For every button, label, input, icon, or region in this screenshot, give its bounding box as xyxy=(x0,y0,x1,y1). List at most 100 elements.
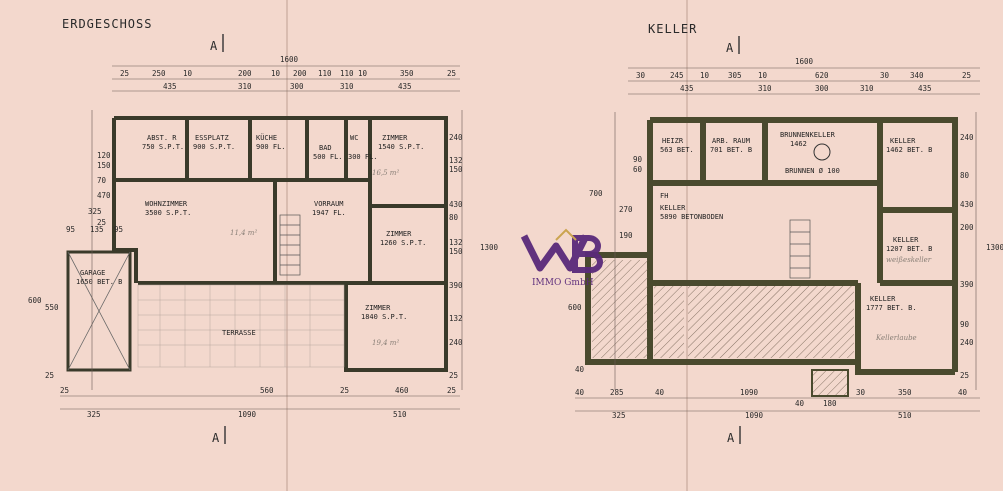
dim-label: 240 xyxy=(449,338,463,347)
room-area: 900 S.P.T. xyxy=(193,143,235,151)
dim-label: 132 xyxy=(449,156,463,165)
dim-label: 30 xyxy=(856,388,866,397)
dim-label: 30 xyxy=(636,71,646,80)
dim-label: 700 xyxy=(589,189,603,198)
dim-label: 80 xyxy=(960,171,970,180)
dim-label: 30 xyxy=(880,71,890,80)
room-name: HEIZR xyxy=(662,137,684,145)
terrace-grid xyxy=(137,284,345,368)
dim-label: 25 xyxy=(449,371,458,380)
dim-label: 190 xyxy=(619,231,633,240)
dim-label: 200 xyxy=(960,223,974,232)
plan-title-erdgeschoss: ERDGESCHOSS xyxy=(62,17,152,31)
room-area: 1840 S.P.T. xyxy=(361,313,407,321)
dim-label: 470 xyxy=(97,191,111,200)
keller-stairs xyxy=(789,219,811,279)
dim-label: 550 xyxy=(45,303,59,312)
dim-label: 1600 xyxy=(795,57,814,66)
dim-label: 350 xyxy=(898,388,912,397)
dim-label: 350 xyxy=(400,69,414,78)
room-name: ESSPLATZ xyxy=(195,134,229,142)
dim-label: 150 xyxy=(449,165,463,174)
dim-label: 25 xyxy=(60,386,69,395)
plan-title-keller: KELLER xyxy=(648,22,697,36)
hatched-fill-area xyxy=(654,286,684,358)
dim-label: 90 xyxy=(960,320,970,329)
keller-walls xyxy=(585,117,958,375)
dim-label: 430 xyxy=(960,200,974,209)
dim-label: 325 xyxy=(612,411,626,420)
room-name: VORRAUM xyxy=(314,200,344,208)
svg-text:A: A xyxy=(212,431,220,445)
dim-label: 430 xyxy=(449,200,463,209)
dim-label: 310 xyxy=(340,82,354,91)
dim-label: 135 xyxy=(90,225,104,234)
section-marker: A xyxy=(726,36,740,55)
section-marker: A xyxy=(212,426,226,445)
dim-label: 80 xyxy=(449,213,459,222)
room-area: 1777 BET. B. xyxy=(866,304,917,312)
dim-label: 40 xyxy=(575,388,585,397)
dim-label: 95 xyxy=(66,225,75,234)
room-area: 300 FL. xyxy=(348,153,378,161)
dim-label: 600 xyxy=(568,303,582,312)
dim-label: 435 xyxy=(398,82,412,91)
dim-label: 25 xyxy=(120,69,129,78)
room-name: KELLER xyxy=(890,137,916,145)
room-area: 500 FL. xyxy=(313,153,343,161)
erdgeschoss-plan: 1600 25 250 10 200 10 200 110 110 10 350… xyxy=(28,55,499,419)
keller-plan: 1600 30 245 10 305 10 620 30 340 25 435 … xyxy=(568,57,1003,420)
light-well xyxy=(811,369,849,397)
dim-label: 305 xyxy=(728,71,742,80)
pencil-note: 11,4 m² xyxy=(230,229,257,237)
dim-label: 1090 xyxy=(740,388,759,397)
dim-label: 240 xyxy=(449,133,463,142)
eg-top-total: 1600 xyxy=(280,55,299,64)
pencil-note: Kellerlaube xyxy=(875,334,917,342)
dim-label: 90 xyxy=(633,155,643,164)
room-name: WOHNZIMMER xyxy=(145,200,188,208)
eg-outer-wall xyxy=(112,118,138,283)
dim-label: 110 xyxy=(318,69,332,78)
dim-label: 150 xyxy=(97,161,111,170)
dim-label: 620 xyxy=(815,71,829,80)
room-name: ZIMMER xyxy=(365,304,391,312)
dim-label: 1090 xyxy=(238,410,257,419)
dim-label: 132 xyxy=(449,238,463,247)
room-area: 1462 xyxy=(790,140,807,148)
dim-label: 325 xyxy=(88,207,102,216)
eg-outer-wall xyxy=(114,116,448,372)
room-name: GARAGE xyxy=(80,269,105,277)
dim-label: 10 xyxy=(271,69,281,78)
dim-label: 340 xyxy=(910,71,924,80)
pencil-note: weißeskeller xyxy=(886,256,932,264)
room-area: 1540 S.P.T. xyxy=(378,143,424,151)
room-area: 1462 BET. B xyxy=(886,146,932,154)
dim-label: 1090 xyxy=(745,411,764,420)
eg-stairs xyxy=(279,214,301,276)
svg-text:A: A xyxy=(210,39,218,53)
dim-label: 245 xyxy=(670,71,684,80)
pencil-note: 19,4 m² xyxy=(372,339,399,347)
dim-label: 150 xyxy=(449,247,463,256)
section-marker: A xyxy=(210,34,224,53)
dim-label: 1300 xyxy=(480,243,499,252)
dim-label: 1300 xyxy=(986,243,1003,252)
dim-label: 250 xyxy=(152,69,166,78)
dim-label: 25 xyxy=(960,371,969,380)
room-area: 900 FL. xyxy=(256,143,286,151)
dim-label: 110 xyxy=(340,69,354,78)
pencil-note: 16,5 m² xyxy=(372,169,399,177)
dim-label: 10 xyxy=(758,71,768,80)
room-name: ZIMMER xyxy=(386,230,412,238)
dim-label: 510 xyxy=(393,410,407,419)
dim-label: 510 xyxy=(898,411,912,420)
room-name: TERRASSE xyxy=(222,329,256,337)
dim-label: 435 xyxy=(918,84,932,93)
dim-label: 285 xyxy=(610,388,624,397)
hatched-fill-area xyxy=(688,286,854,358)
dim-label: 300 xyxy=(290,82,304,91)
room-name: WC xyxy=(350,134,358,142)
dim-label: 40 xyxy=(795,399,805,408)
dim-label: 240 xyxy=(960,338,974,347)
